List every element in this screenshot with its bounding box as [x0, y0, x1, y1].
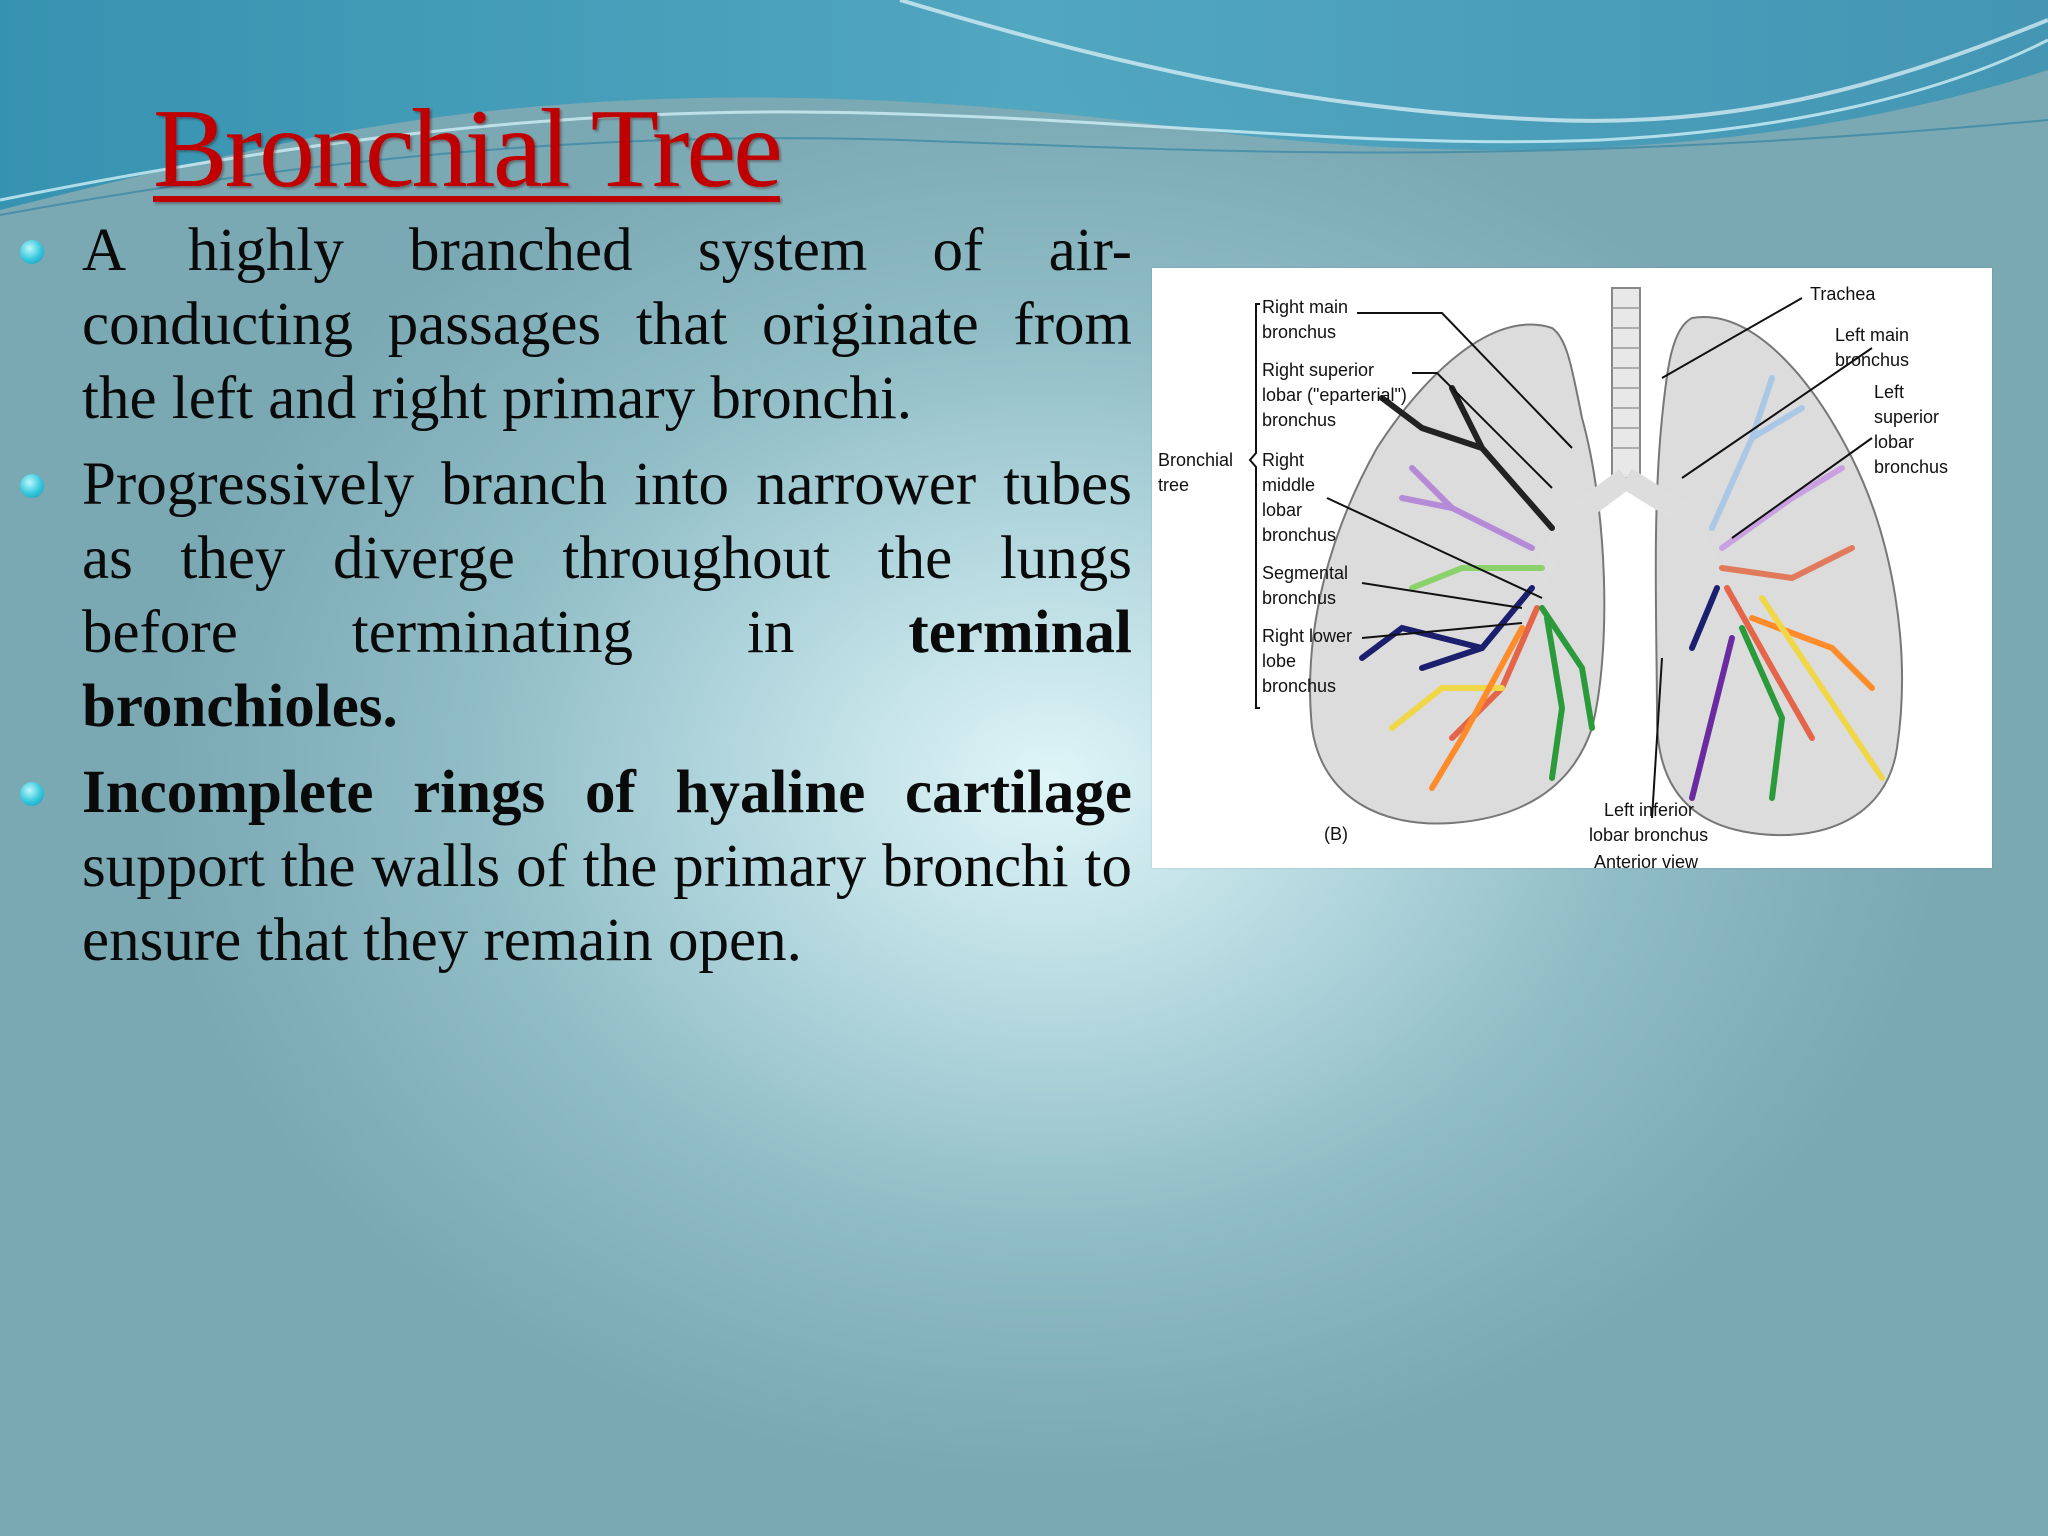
trachea-shape — [1611, 287, 1641, 479]
bullet-dot-icon — [20, 782, 44, 806]
slide-title: Bronchial Tree — [153, 87, 783, 211]
bullet-dot-icon — [20, 240, 44, 264]
decorative-waves — [0, 0, 2048, 216]
label-anterior-view: Anterior view — [1594, 852, 1699, 868]
bullet-item: Incomplete rings of hyaline cartilage su… — [20, 756, 1132, 978]
bullet-text-bold: terminal bronchioles. — [82, 599, 1132, 740]
bullet-item: Progressively branch into narrower tubes… — [20, 448, 1132, 744]
label-trachea: Trachea — [1810, 284, 1876, 304]
bullet-text: Progressively branch into narrower tubes… — [82, 451, 1132, 666]
bullet-text-bold: Incomplete rings of hyaline cartilage — [82, 759, 1132, 826]
bullet-text: A highly branched system of air-conducti… — [82, 217, 1132, 432]
label-panel-b: (B) — [1324, 824, 1348, 844]
bullet-item: A highly branched system of air-conducti… — [20, 214, 1132, 436]
bullet-dot-icon — [20, 474, 44, 498]
bullet-text: support the walls of the primary bronchi… — [82, 833, 1132, 974]
bullet-list: A highly branched system of air-conducti… — [20, 214, 1132, 990]
